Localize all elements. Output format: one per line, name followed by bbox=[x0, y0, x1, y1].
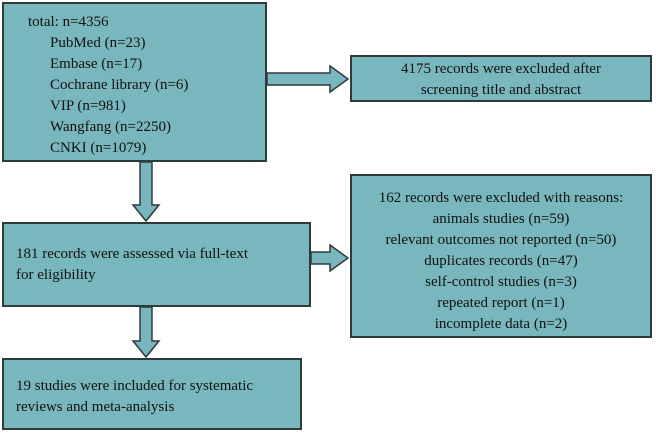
source-cnki: CNKI (n=1079) bbox=[50, 140, 147, 156]
reason-outcomes-not-reported: relevant outcomes not reported (n=50) bbox=[385, 232, 617, 248]
source-pubmed: PubMed (n=23) bbox=[50, 35, 146, 51]
source-vip: VIP (n=981) bbox=[50, 98, 126, 114]
source-wangfang: Wangfang (n=2250) bbox=[50, 119, 171, 135]
reason-incomplete-data: incomplete data (n=2) bbox=[434, 316, 568, 332]
arrow-to-screening-excluded bbox=[266, 64, 350, 94]
included-line-2: reviews and meta-analysis bbox=[16, 399, 175, 415]
fulltext-excluded-heading: 162 records were excluded with reasons: bbox=[378, 190, 624, 206]
arrow-to-fulltext bbox=[131, 161, 161, 223]
fulltext-excluded-box: 162 records were excluded with reasons: … bbox=[350, 174, 652, 338]
screening-excluded-box: 4175 records were excluded after screeni… bbox=[350, 55, 652, 102]
fulltext-box: 181 records were assessed via full-text … bbox=[2, 222, 311, 307]
identification-box: total: n=4356 PubMed (n=23) Embase (n=17… bbox=[2, 2, 267, 162]
reason-animal-studies: animals studies (n=59) bbox=[432, 211, 570, 227]
arrow-to-fulltext-excluded bbox=[310, 243, 350, 273]
included-box: 19 studies were included for systematic … bbox=[2, 358, 302, 430]
reason-self-control: self-control studies (n=3) bbox=[425, 274, 577, 290]
screening-excluded-line-2: screening title and abstract bbox=[420, 82, 582, 98]
source-cochrane: Cochrane library (n=6) bbox=[50, 77, 189, 93]
included-line-1: 19 studies were included for systematic bbox=[16, 378, 254, 394]
screening-excluded-line-1: 4175 records were excluded after bbox=[401, 61, 601, 77]
fulltext-line-1: 181 records were assessed via full-text bbox=[16, 246, 249, 262]
reason-repeated-report: repeated report (n=1) bbox=[437, 295, 565, 311]
fulltext-line-2: for eligibility bbox=[16, 267, 96, 283]
arrow-to-included bbox=[131, 306, 161, 359]
reason-duplicates: duplicates records (n=47) bbox=[424, 253, 578, 269]
total-records: total: n=4356 bbox=[28, 14, 109, 30]
source-embase: Embase (n=17) bbox=[50, 56, 143, 72]
